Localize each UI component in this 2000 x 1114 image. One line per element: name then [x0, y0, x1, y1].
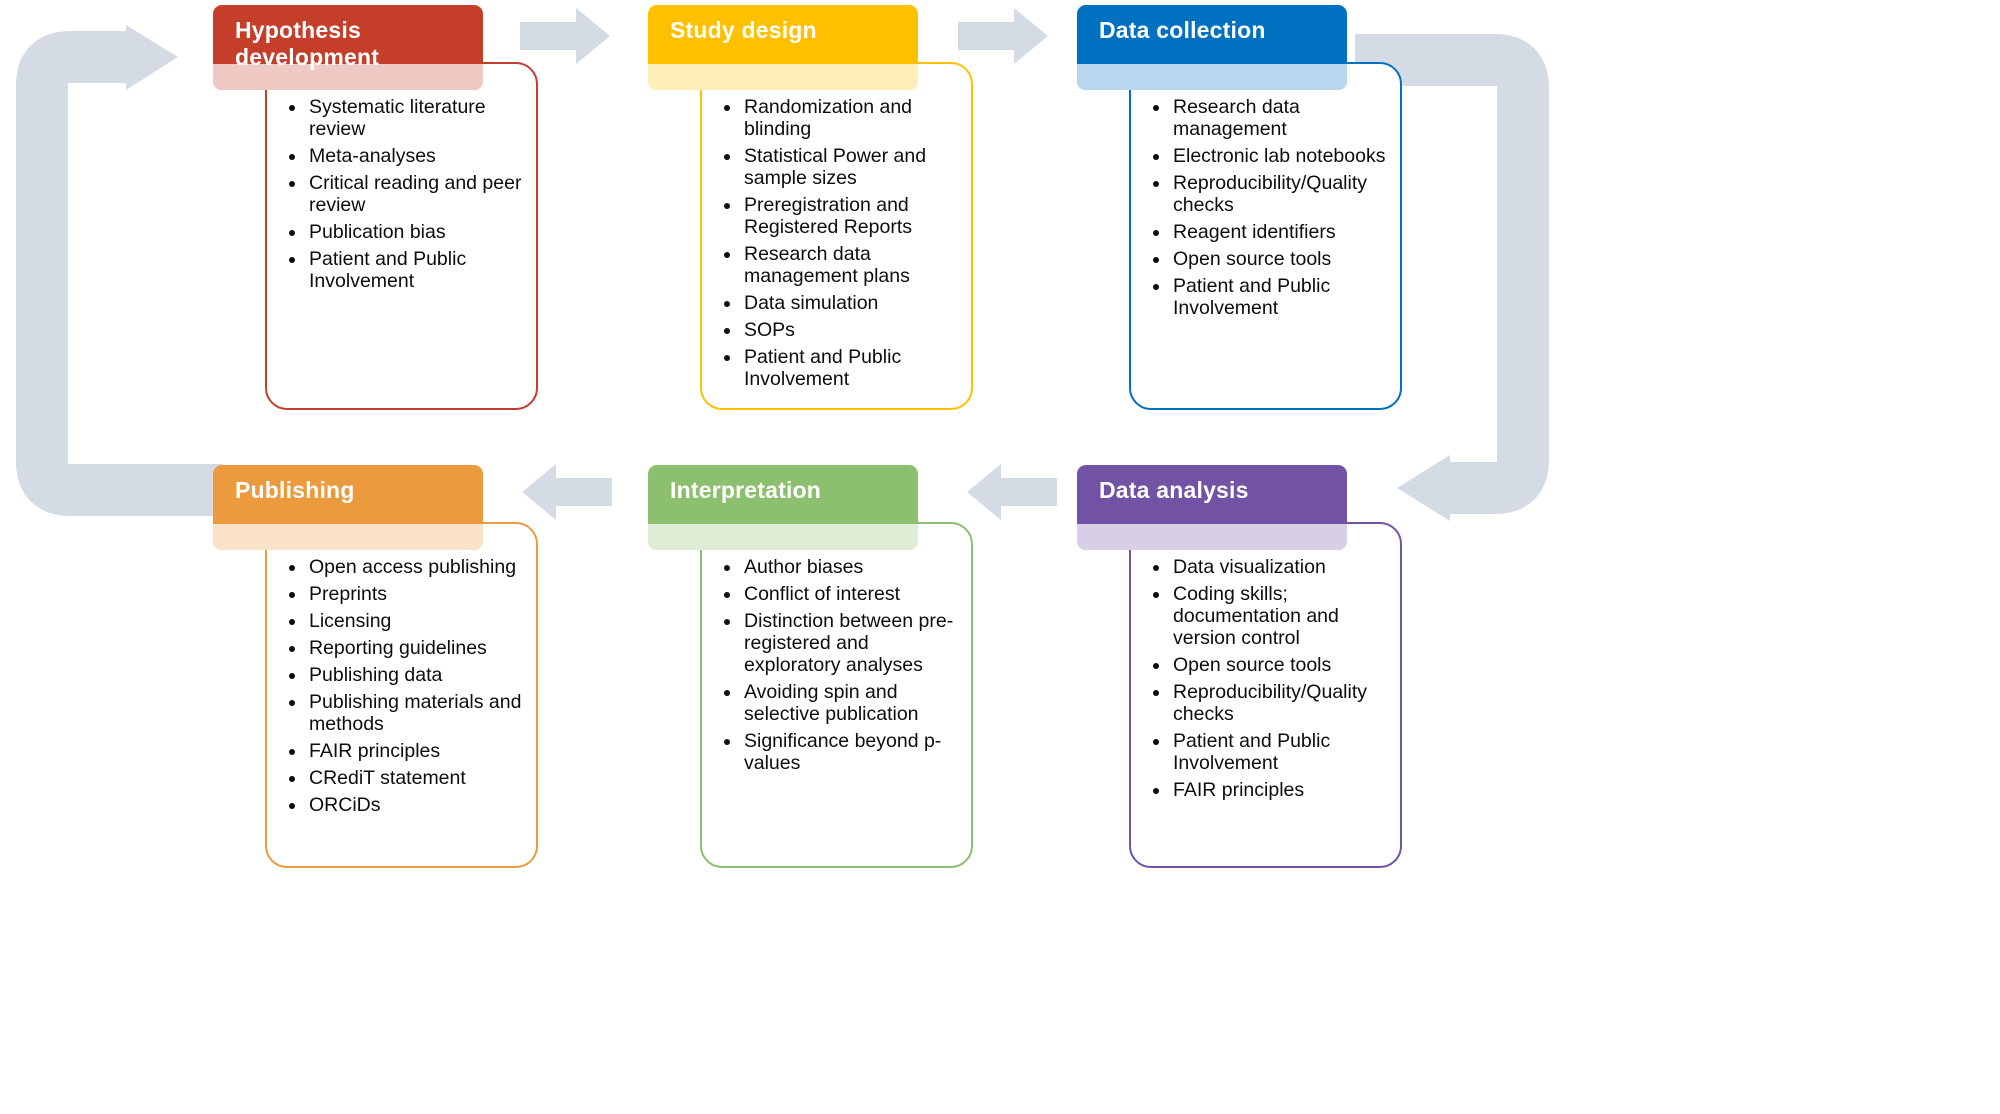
- list-item: Patient and Public Involvement: [1171, 275, 1388, 319]
- list-item: Conflict of interest: [742, 583, 959, 605]
- list-item: Licensing: [307, 610, 524, 632]
- stage-item-list: Research data managementElectronic lab n…: [1131, 64, 1400, 319]
- list-item: Preprints: [307, 583, 524, 605]
- stage-item-list: Author biasesConflict of interestDistinc…: [702, 524, 971, 774]
- list-item: Open access publishing: [307, 556, 524, 578]
- list-item: Publishing materials and methods: [307, 691, 524, 735]
- stage-title: Data collection: [1099, 17, 1266, 43]
- list-item: Avoiding spin and selective publication: [742, 681, 959, 725]
- stage-title: Data analysis: [1099, 477, 1249, 503]
- list-item: Open source tools: [1171, 654, 1388, 676]
- cycle-arrow-right-icon: [1355, 34, 1549, 521]
- list-item: Data simulation: [742, 292, 959, 314]
- stage-header: Data analysis: [1077, 465, 1347, 550]
- list-item: Research data management plans: [742, 243, 959, 287]
- list-item: Publishing data: [307, 664, 524, 686]
- stage-item-list: Systematic literature reviewMeta-analyse…: [267, 64, 536, 292]
- list-item: Data visualization: [1171, 556, 1388, 578]
- arrow-right-icon: [958, 8, 1048, 64]
- list-item: Author biases: [742, 556, 959, 578]
- list-item: Coding skills; documentation and version…: [1171, 583, 1388, 649]
- header-fade: [648, 64, 918, 90]
- list-item: Research data management: [1171, 96, 1388, 140]
- arrow-right-icon: [520, 8, 610, 64]
- list-item: Preregistration and Registered Reports: [742, 194, 959, 238]
- stage-item-list: Randomization and blindingStatistical Po…: [702, 64, 971, 390]
- stage-content-box: Systematic literature reviewMeta-analyse…: [265, 62, 538, 410]
- list-item: Electronic lab notebooks: [1171, 145, 1388, 167]
- stage-content-box: Open access publishingPreprintsLicensing…: [265, 522, 538, 868]
- stage-title: Publishing: [235, 477, 355, 503]
- list-item: Systematic literature review: [307, 96, 524, 140]
- list-item: Randomization and blinding: [742, 96, 959, 140]
- list-item: ORCiDs: [307, 794, 524, 816]
- arrow-left-icon: [522, 464, 612, 520]
- stage-content-box: Randomization and blindingStatistical Po…: [700, 62, 973, 410]
- stage-title: Study design: [670, 17, 817, 43]
- header-fade: [648, 524, 918, 550]
- stage-hypothesis-development: Systematic literature reviewMeta-analyse…: [213, 5, 613, 415]
- stage-data-collection: Research data managementElectronic lab n…: [1077, 5, 1477, 415]
- list-item: Meta-analyses: [307, 145, 524, 167]
- stage-publishing: Open access publishingPreprintsLicensing…: [213, 465, 613, 875]
- stage-header: Data collection: [1077, 5, 1347, 90]
- list-item: Reproducibility/Quality checks: [1171, 172, 1388, 216]
- stage-content-box: Research data managementElectronic lab n…: [1129, 62, 1402, 410]
- list-item: Significance beyond p-values: [742, 730, 959, 774]
- stage-header: Hypothesis development: [213, 5, 483, 90]
- list-item: CRediT statement: [307, 767, 524, 789]
- list-item: Publication bias: [307, 221, 524, 243]
- stage-content-box: Data visualizationCoding skills; documen…: [1129, 522, 1402, 868]
- header-fade: [213, 64, 483, 90]
- list-item: Distinction between pre-registered and e…: [742, 610, 959, 676]
- list-item: FAIR principles: [1171, 779, 1388, 801]
- list-item: FAIR principles: [307, 740, 524, 762]
- stage-item-list: Open access publishingPreprintsLicensing…: [267, 524, 536, 816]
- cycle-arrow-left-icon: [16, 25, 223, 516]
- list-item: Patient and Public Involvement: [742, 346, 959, 390]
- stage-data-analysis: Data visualizationCoding skills; documen…: [1077, 465, 1477, 875]
- stage-interpretation: Author biasesConflict of interestDistinc…: [648, 465, 1048, 875]
- list-item: Reporting guidelines: [307, 637, 524, 659]
- stage-header: Study design: [648, 5, 918, 90]
- list-item: Reproducibility/Quality checks: [1171, 681, 1388, 725]
- list-item: Critical reading and peer review: [307, 172, 524, 216]
- stage-title: Hypothesis development: [235, 17, 380, 70]
- stage-header: Publishing: [213, 465, 483, 550]
- list-item: Reagent identifiers: [1171, 221, 1388, 243]
- list-item: Statistical Power and sample sizes: [742, 145, 959, 189]
- list-item: SOPs: [742, 319, 959, 341]
- stage-title: Interpretation: [670, 477, 822, 503]
- stage-item-list: Data visualizationCoding skills; documen…: [1131, 524, 1400, 801]
- header-fade: [1077, 64, 1347, 90]
- list-item: Patient and Public Involvement: [1171, 730, 1388, 774]
- stage-study-design: Randomization and blindingStatistical Po…: [648, 5, 1048, 415]
- header-fade: [1077, 524, 1347, 550]
- arrow-left-icon: [967, 464, 1057, 520]
- stage-content-box: Author biasesConflict of interestDistinc…: [700, 522, 973, 868]
- list-item: Open source tools: [1171, 248, 1388, 270]
- header-fade: [213, 524, 483, 550]
- list-item: Patient and Public Involvement: [307, 248, 524, 292]
- stage-header: Interpretation: [648, 465, 918, 550]
